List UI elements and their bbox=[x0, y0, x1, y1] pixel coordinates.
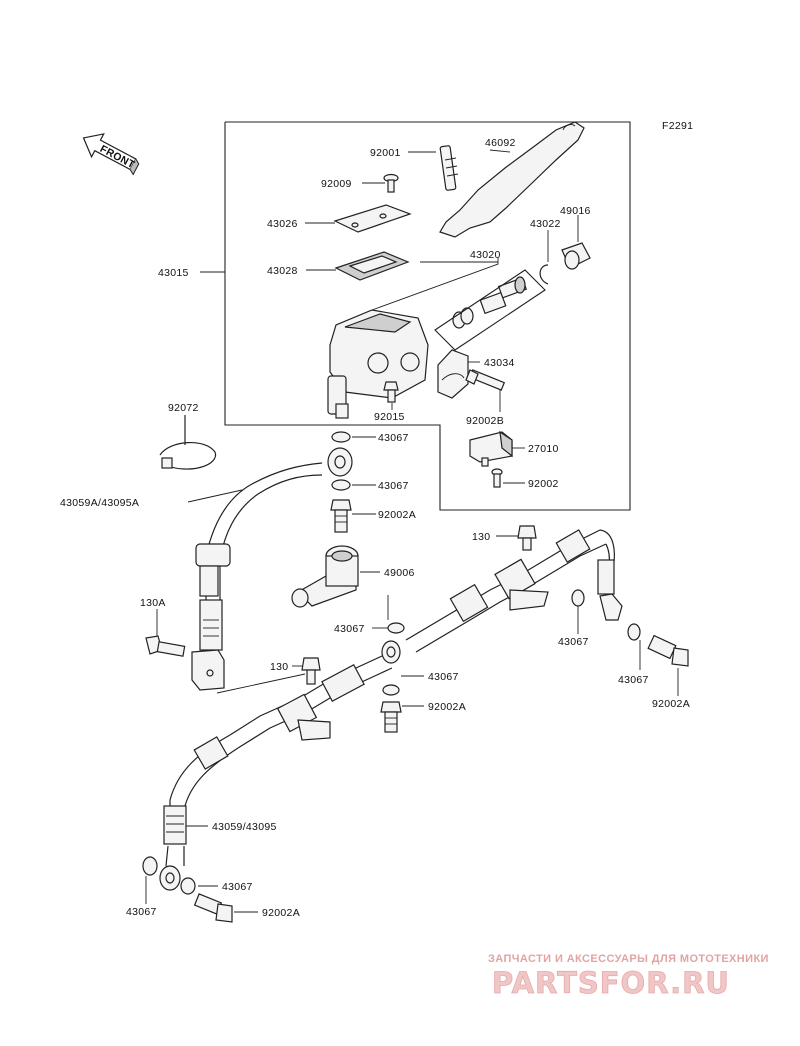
figure-code: F2291 bbox=[662, 120, 693, 132]
label-43067-lower-center: 43067 bbox=[428, 671, 459, 683]
banjo-bolt-92002A-lower-center bbox=[380, 701, 402, 733]
lower-brake-hose-43059 bbox=[159, 734, 239, 891]
label-49016: 49016 bbox=[560, 205, 591, 217]
washer-43067-bottom-right bbox=[180, 877, 196, 895]
label-92002A-lower-center: 92002A bbox=[428, 701, 466, 713]
banjo-bolt-92002A-right bbox=[647, 634, 689, 667]
label-49006: 49006 bbox=[384, 567, 415, 579]
piston-kit-43020 bbox=[452, 276, 528, 329]
label-92002: 92002 bbox=[528, 478, 559, 490]
label-92002B: 92002B bbox=[466, 415, 504, 427]
connector-tube-middle bbox=[405, 529, 623, 653]
front-direction-arrow-icon: FRONT bbox=[82, 133, 140, 176]
washer-43067-bottom-left bbox=[142, 856, 158, 876]
bolt-130-upper bbox=[517, 525, 537, 551]
label-92001: 92001 bbox=[370, 147, 401, 159]
label-43059: 43059/43095 bbox=[212, 821, 277, 833]
assembly-frame bbox=[224, 121, 631, 511]
label-43067-right-upper: 43067 bbox=[558, 636, 589, 648]
circlip-43022 bbox=[539, 264, 549, 285]
switch-27010 bbox=[469, 430, 513, 467]
master-cylinder-body-43015 bbox=[327, 309, 429, 419]
washer-43067-middle bbox=[387, 622, 405, 634]
upper-brake-hose-43059A bbox=[191, 447, 353, 691]
reservoir-cap-43026 bbox=[333, 204, 412, 233]
banjo-bolt-92002A-upper bbox=[330, 499, 352, 533]
screw-92009 bbox=[383, 173, 399, 193]
connector-tube-lower bbox=[229, 640, 401, 749]
label-92009: 92009 bbox=[321, 178, 352, 190]
label-43026: 43026 bbox=[267, 218, 298, 230]
watermark-caption: ЗАПЧАСТИ И АКСЕССУАРЫ ДЛЯ МОТОТЕХНИКИ bbox=[488, 953, 769, 965]
label-43034: 43034 bbox=[484, 357, 515, 369]
screw-92002 bbox=[491, 468, 503, 488]
label-43015: 43015 bbox=[158, 267, 189, 279]
washer-43067-lower bbox=[331, 479, 351, 491]
label-43067-bottom-right: 43067 bbox=[222, 881, 253, 893]
label-92072: 92072 bbox=[168, 402, 199, 414]
dust-boot-49016 bbox=[561, 242, 591, 270]
front-label: FRONT bbox=[98, 143, 137, 171]
label-130A: 130A bbox=[140, 597, 166, 609]
label-43067-right: 43067 bbox=[618, 674, 649, 686]
label-92002A-right: 92002A bbox=[652, 698, 690, 710]
bolt-130-lower bbox=[301, 657, 321, 685]
banjo-bolt-92002A-bottom bbox=[193, 893, 233, 923]
washer-43067-right-upper bbox=[571, 589, 585, 607]
washer-43067-upper bbox=[331, 431, 351, 443]
label-92015: 92015 bbox=[374, 411, 405, 423]
bolt-92015 bbox=[383, 381, 399, 403]
label-43067-middle: 43067 bbox=[334, 623, 365, 635]
bolt-92002B bbox=[465, 369, 506, 391]
watermark-logo: PARTSFOR.RU bbox=[492, 966, 730, 1000]
label-27010: 27010 bbox=[528, 443, 559, 455]
label-43059A: 43059A/43095A bbox=[60, 497, 139, 509]
label-43067-lower: 43067 bbox=[378, 480, 409, 492]
label-130-lower: 130 bbox=[270, 661, 288, 673]
washer-43067-right bbox=[627, 623, 641, 641]
label-130-upper: 130 bbox=[472, 531, 490, 543]
brake-lever-46092 bbox=[439, 121, 585, 238]
label-92002A-upper: 92002A bbox=[378, 509, 416, 521]
label-46092: 46092 bbox=[485, 137, 516, 149]
cap-49006 bbox=[291, 545, 359, 608]
pivot-bolt-92001 bbox=[439, 145, 459, 191]
hose-clamp-92072 bbox=[159, 415, 217, 470]
washer-43067-lower-center bbox=[382, 684, 400, 696]
bolt-130A bbox=[145, 635, 186, 657]
label-43020: 43020 bbox=[470, 249, 501, 261]
label-43067-upper: 43067 bbox=[378, 432, 409, 444]
label-92002A-bottom: 92002A bbox=[262, 907, 300, 919]
label-43022: 43022 bbox=[530, 218, 561, 230]
label-43067-bottom-left: 43067 bbox=[126, 906, 157, 918]
label-43028: 43028 bbox=[267, 265, 298, 277]
